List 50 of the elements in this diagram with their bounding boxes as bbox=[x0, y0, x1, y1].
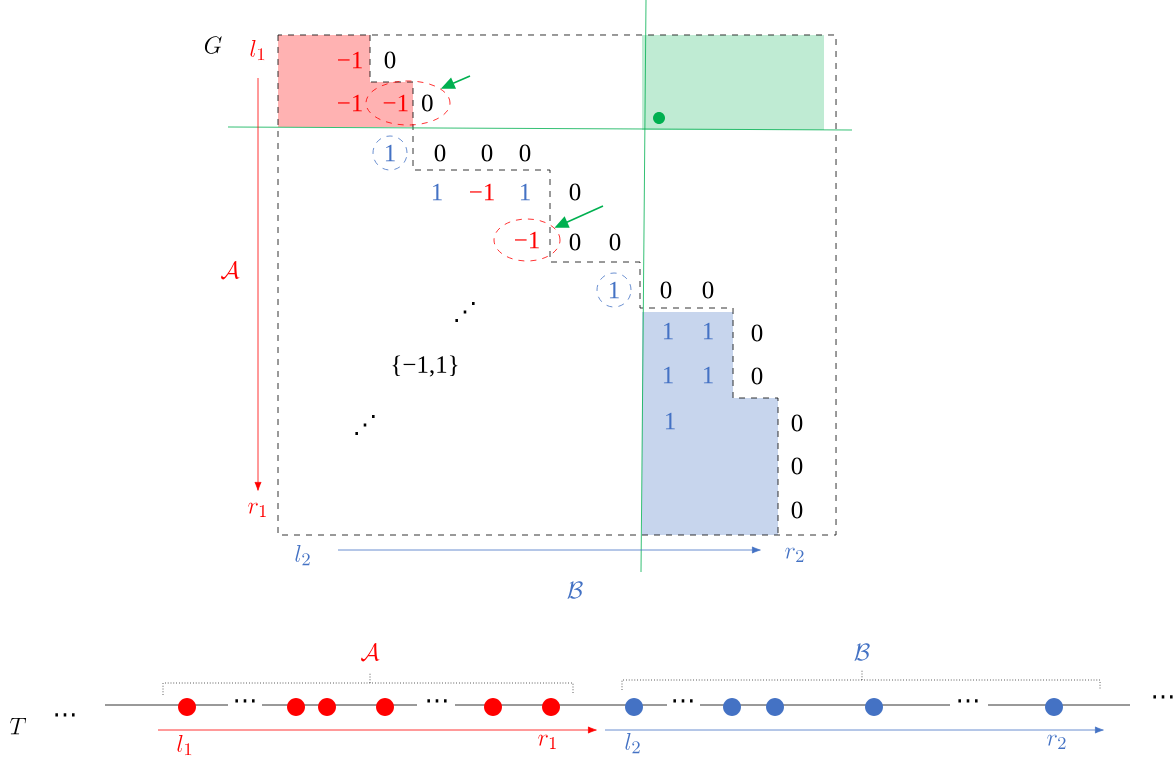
matrix-entry: 0 bbox=[434, 144, 446, 162]
matrix-entry: 1 bbox=[665, 412, 675, 430]
matrix-entry: 1 bbox=[703, 322, 713, 340]
matrix-entry: 0 bbox=[569, 233, 581, 251]
circled-entry: −1 bbox=[493, 218, 561, 262]
math-label: $r_1$ bbox=[538, 734, 556, 749]
math-label: $l_2$ bbox=[625, 732, 640, 754]
math-label: $l_1$ bbox=[177, 734, 192, 756]
ellipsis: ⋯ bbox=[1153, 695, 1173, 699]
ellipsis: ⋯ bbox=[55, 713, 75, 717]
math-label: $\mathcal{A}$ bbox=[221, 260, 240, 280]
matrix-entry: 0 bbox=[384, 51, 396, 69]
matrix-entry: {−1,1} bbox=[392, 355, 458, 377]
matrix-entry: 0 bbox=[609, 233, 621, 251]
math-label: $\mathcal{B}$ bbox=[854, 643, 870, 661]
matrix-entry: 0 bbox=[751, 367, 763, 385]
matrix-entry: 1 bbox=[432, 183, 442, 201]
circled-entry: 1 bbox=[596, 272, 632, 308]
matrix-entry: 0 bbox=[791, 457, 803, 475]
matrix-entry: 0 bbox=[660, 281, 672, 299]
matrix-entry: 0 bbox=[481, 144, 493, 162]
math-label: $r_2$ bbox=[785, 547, 804, 562]
ellipsis: ⋯ bbox=[958, 699, 978, 703]
matrix-entry: −1 bbox=[337, 51, 362, 69]
ellipsis: ⋰ bbox=[455, 301, 475, 323]
circled-entry: 1 bbox=[372, 135, 408, 171]
math-label: $r_1$ bbox=[248, 502, 266, 517]
math-label: $l_1$ bbox=[250, 39, 265, 61]
matrix-entry: 1 bbox=[663, 322, 673, 340]
matrix-entry: 0 bbox=[569, 183, 581, 201]
math-label: $l_2$ bbox=[295, 544, 310, 566]
math-label: $T$ bbox=[10, 717, 27, 735]
ellipsis: ⋯ bbox=[673, 699, 693, 703]
ellipsis: ⋯ bbox=[427, 699, 447, 703]
math-label: $G$ bbox=[204, 36, 222, 54]
matrix-entry: 0 bbox=[791, 414, 803, 432]
math-label: $\mathcal{B}$ bbox=[567, 581, 583, 599]
matrix-entry: −1 bbox=[469, 183, 494, 201]
matrix-entry: 1 bbox=[703, 366, 713, 384]
ellipsis: ⋰ bbox=[355, 414, 375, 436]
math-label: $r_2$ bbox=[1047, 734, 1066, 749]
matrix-entry: −1 bbox=[337, 94, 362, 112]
ellipsis: ⋯ bbox=[235, 699, 255, 703]
matrix-entry: 1 bbox=[663, 366, 673, 384]
matrix-entry: 0 bbox=[791, 501, 803, 519]
matrix-entry: 0 bbox=[519, 144, 531, 162]
matrix-entry: 0 bbox=[702, 281, 714, 299]
matrix-entry: 0 bbox=[751, 324, 763, 342]
math-label: $\mathcal{A}$ bbox=[361, 642, 380, 662]
circled-entry: −1 0 bbox=[365, 80, 451, 126]
